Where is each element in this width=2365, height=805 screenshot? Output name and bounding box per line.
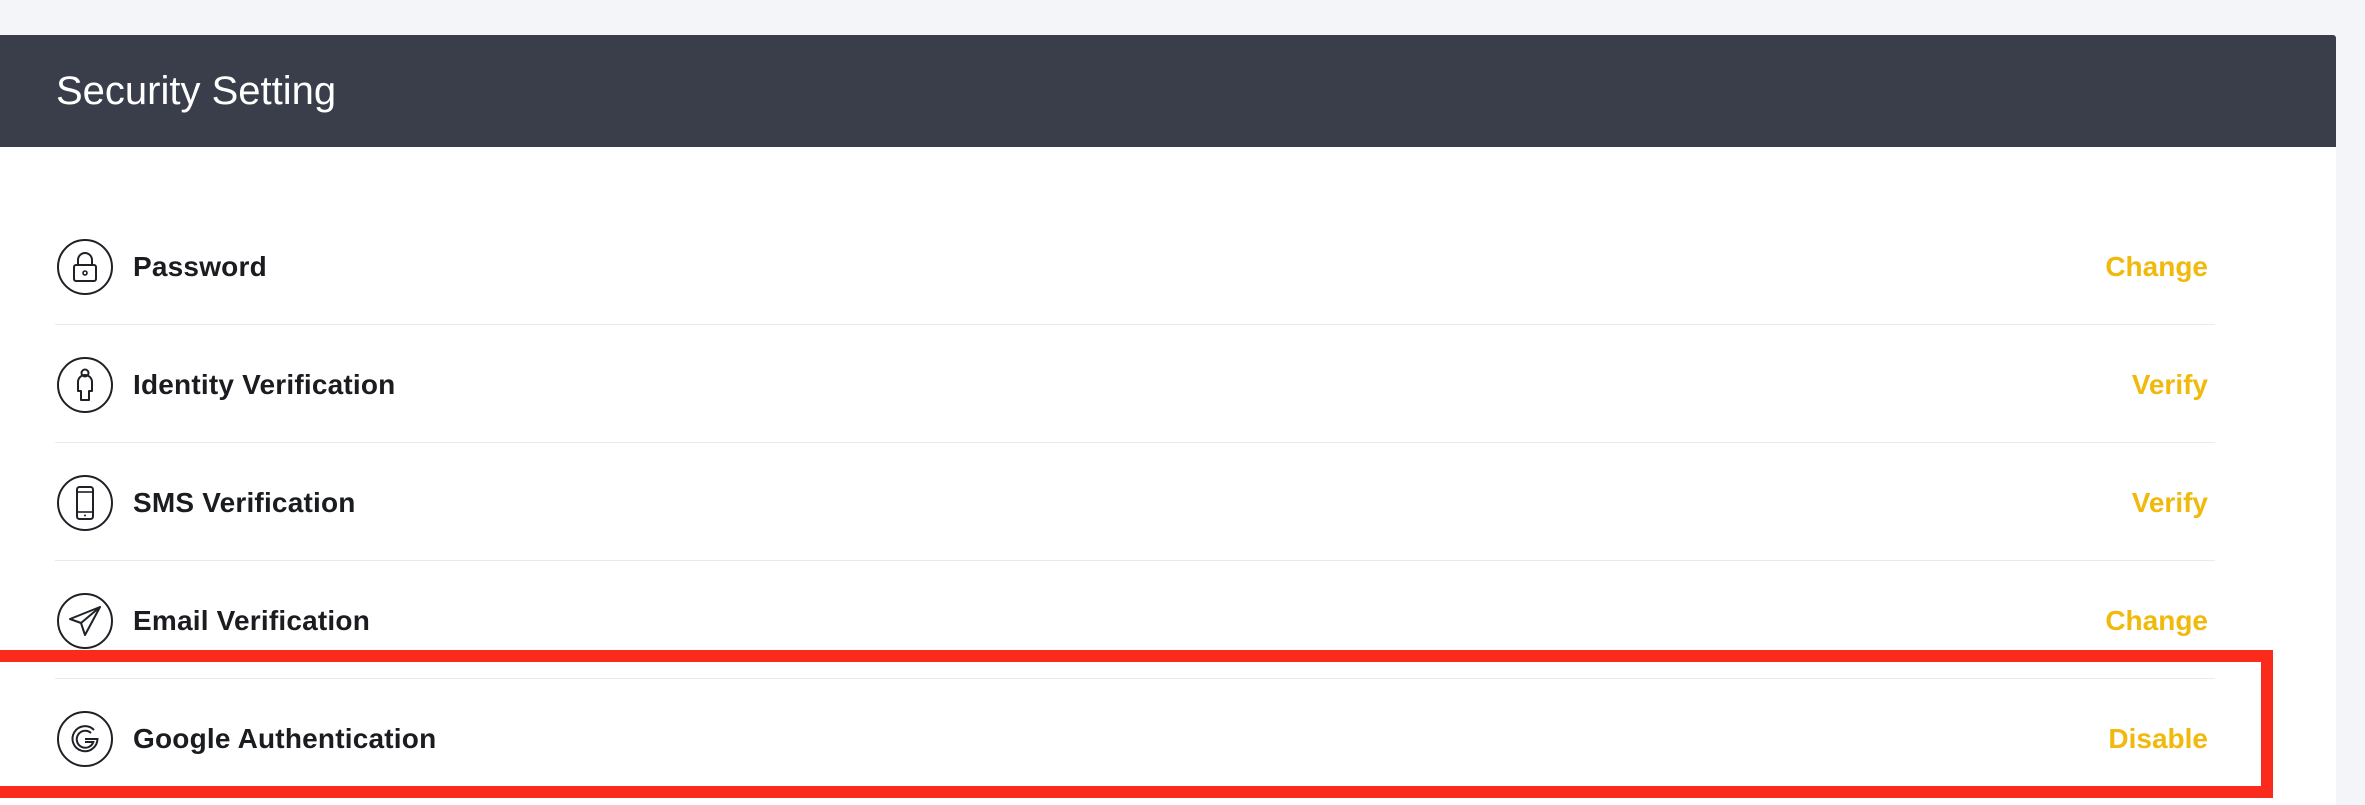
- password-label: Password: [133, 251, 267, 282]
- security-row-email: Email Verification Change: [55, 561, 2215, 679]
- paper-plane-icon: [57, 593, 113, 649]
- security-settings-panel: Security Setting Password Change Identit: [0, 35, 2336, 805]
- change-password-link[interactable]: Change: [2105, 251, 2208, 282]
- identity-verification-label: Identity Verification: [133, 369, 396, 400]
- security-row-identity: Identity Verification Verify: [55, 325, 2215, 443]
- panel-header: Security Setting: [0, 35, 2336, 147]
- security-settings-list: Password Change Identity Verification Ve…: [55, 207, 2215, 796]
- phone-icon: [57, 475, 113, 531]
- verify-identity-link[interactable]: Verify: [2131, 369, 2208, 400]
- page-title: Security Setting: [56, 69, 337, 113]
- security-row-google-auth: Google Authentication Disable: [55, 679, 2215, 796]
- verify-sms-link[interactable]: Verify: [2131, 487, 2208, 518]
- security-row-password: Password Change: [55, 207, 2215, 325]
- email-verification-label: Email Verification: [133, 605, 371, 636]
- sms-verification-label: SMS Verification: [133, 487, 356, 518]
- google-authentication-label: Google Authentication: [133, 723, 437, 754]
- security-row-sms: SMS Verification Verify: [55, 443, 2215, 561]
- disable-google-auth-link[interactable]: Disable: [2108, 723, 2208, 754]
- change-email-link[interactable]: Change: [2105, 605, 2208, 636]
- google-icon: [57, 711, 113, 767]
- person-icon: [57, 357, 113, 413]
- lock-icon: [57, 239, 113, 295]
